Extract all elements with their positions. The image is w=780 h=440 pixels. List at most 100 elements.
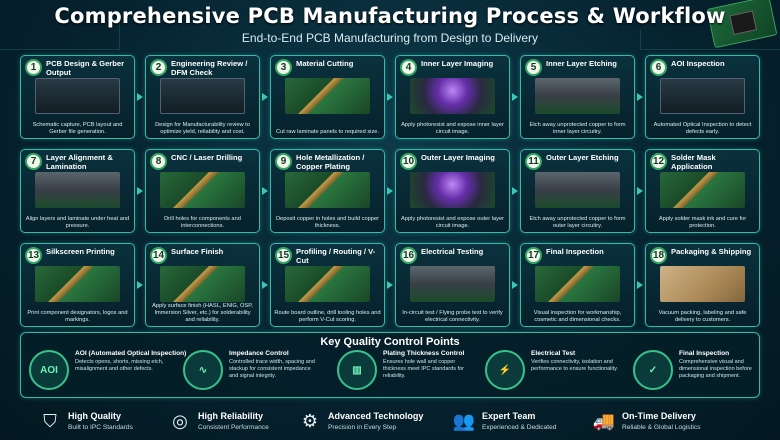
step-illustration	[660, 266, 745, 302]
step-title: Inner Layer Imaging	[421, 59, 494, 68]
flow-arrow-icon	[637, 187, 643, 195]
quality-item-name: Electrical Test	[531, 350, 576, 357]
step-number: 4	[400, 59, 417, 76]
step-title: Layer Alignment & Lamination	[46, 153, 113, 171]
step-title: Packaging & Shipping	[671, 247, 752, 256]
header: Comprehensive PCB Manufacturing Process …	[0, 4, 780, 45]
multimeter-icon: ⚡	[485, 350, 525, 390]
step-title: Silkscreen Printing	[46, 247, 115, 256]
step-description: Schematic capture, PCB layout and Gerber…	[32, 122, 123, 136]
step-description: Apply photoresist and expose inner layer…	[401, 122, 504, 136]
step-number: 10	[400, 153, 417, 170]
step-description: Apply solder mask ink and cure for prote…	[658, 216, 747, 230]
flow-arrow-icon	[137, 281, 143, 289]
footer-feature-name: On-Time Delivery	[622, 411, 696, 421]
step-number: 7	[25, 153, 42, 170]
step-number: 1	[25, 59, 42, 76]
step-number: 11	[525, 153, 542, 170]
step-number: 17	[525, 247, 542, 264]
footer-feature-desc: Reliable & Global Logistics	[622, 424, 701, 431]
quality-control-title: Key Quality Control Points	[320, 336, 460, 348]
step-illustration	[535, 78, 620, 114]
step-title: CNC / Laser Drilling	[171, 153, 243, 162]
quality-item-name: Plating Thickness Control	[383, 350, 465, 357]
circuit-trace	[0, 20, 120, 50]
step-illustration	[410, 266, 495, 302]
quality-item-desc: Controlled trace width, spacing and stac…	[229, 359, 315, 379]
step-title: Final Inspection	[546, 247, 604, 256]
flow-arrow-icon	[512, 93, 518, 101]
flow-arrow-icon	[262, 187, 268, 195]
step-illustration	[285, 266, 370, 302]
step-title: Hole Metallization / Copper Plating	[296, 153, 365, 171]
flow-arrow-icon	[137, 93, 143, 101]
step-description: Design for Manufacturability review to o…	[155, 122, 250, 136]
quality-item-desc: Ensures hole wall and copper thickness m…	[383, 359, 465, 379]
step-illustration	[660, 78, 745, 114]
step-title: Outer Layer Etching	[546, 153, 619, 162]
step-title: Solder Mask Application	[671, 153, 716, 171]
flow-arrow-icon	[512, 281, 518, 289]
shield-icon: ⛉	[43, 410, 57, 431]
step-title: Inner Layer Etching	[546, 59, 617, 68]
step-description: Automated Optical Inspection to detect d…	[653, 122, 752, 136]
step-illustration	[535, 172, 620, 208]
step-number: 12	[650, 153, 667, 170]
step-title: PCB Design & Gerber Output	[46, 59, 125, 77]
step-number: 18	[650, 247, 667, 264]
step-illustration	[285, 78, 370, 114]
shield-check-icon: ✓	[633, 350, 673, 390]
step-illustration	[35, 172, 120, 208]
step-illustration	[285, 172, 370, 208]
step-illustration	[660, 172, 745, 208]
footer-feature-name: High Quality	[68, 411, 122, 421]
flow-arrow-icon	[637, 281, 643, 289]
footer-feature-name: High Reliability	[198, 411, 264, 421]
step-number: 3	[275, 59, 292, 76]
team-icon: 👥	[452, 410, 476, 431]
step-description: Cut raw laminate panels to required size…	[275, 129, 380, 136]
step-number: 8	[150, 153, 167, 170]
footer-feature-desc: Built to IPC Standards	[68, 424, 133, 431]
circuit-trace	[640, 30, 780, 50]
step-description: Vacuum packing, labeling and safe delive…	[658, 310, 747, 324]
footer-feature-name: Advanced Technology	[328, 411, 424, 421]
step-illustration	[410, 172, 495, 208]
step-number: 14	[150, 247, 167, 264]
target-icon: ◎	[172, 410, 188, 431]
step-description: Visual inspection for workmanship, cosme…	[533, 310, 622, 324]
step-description: Apply surface finish (HASL, ENIG, OSP, I…	[152, 303, 253, 324]
footer-feature-name: Expert Team	[482, 411, 536, 421]
flow-arrow-icon	[137, 187, 143, 195]
step-illustration	[160, 172, 245, 208]
step-description: In-circuit test / Flying probe test to v…	[402, 310, 503, 324]
quality-item-desc: Detects opens, shorts, missing etch, mis…	[75, 359, 164, 372]
step-number: 2	[150, 59, 167, 76]
step-number: 15	[275, 247, 292, 264]
step-title: Electrical Testing	[421, 247, 484, 256]
footer-feature-desc: Consistent Performance	[198, 424, 269, 431]
flow-arrow-icon	[262, 281, 268, 289]
footer-feature-desc: Experienced & Dedicated	[482, 424, 557, 431]
waveform-icon: ∿	[183, 350, 223, 390]
step-title: Outer Layer Imaging	[421, 153, 495, 162]
